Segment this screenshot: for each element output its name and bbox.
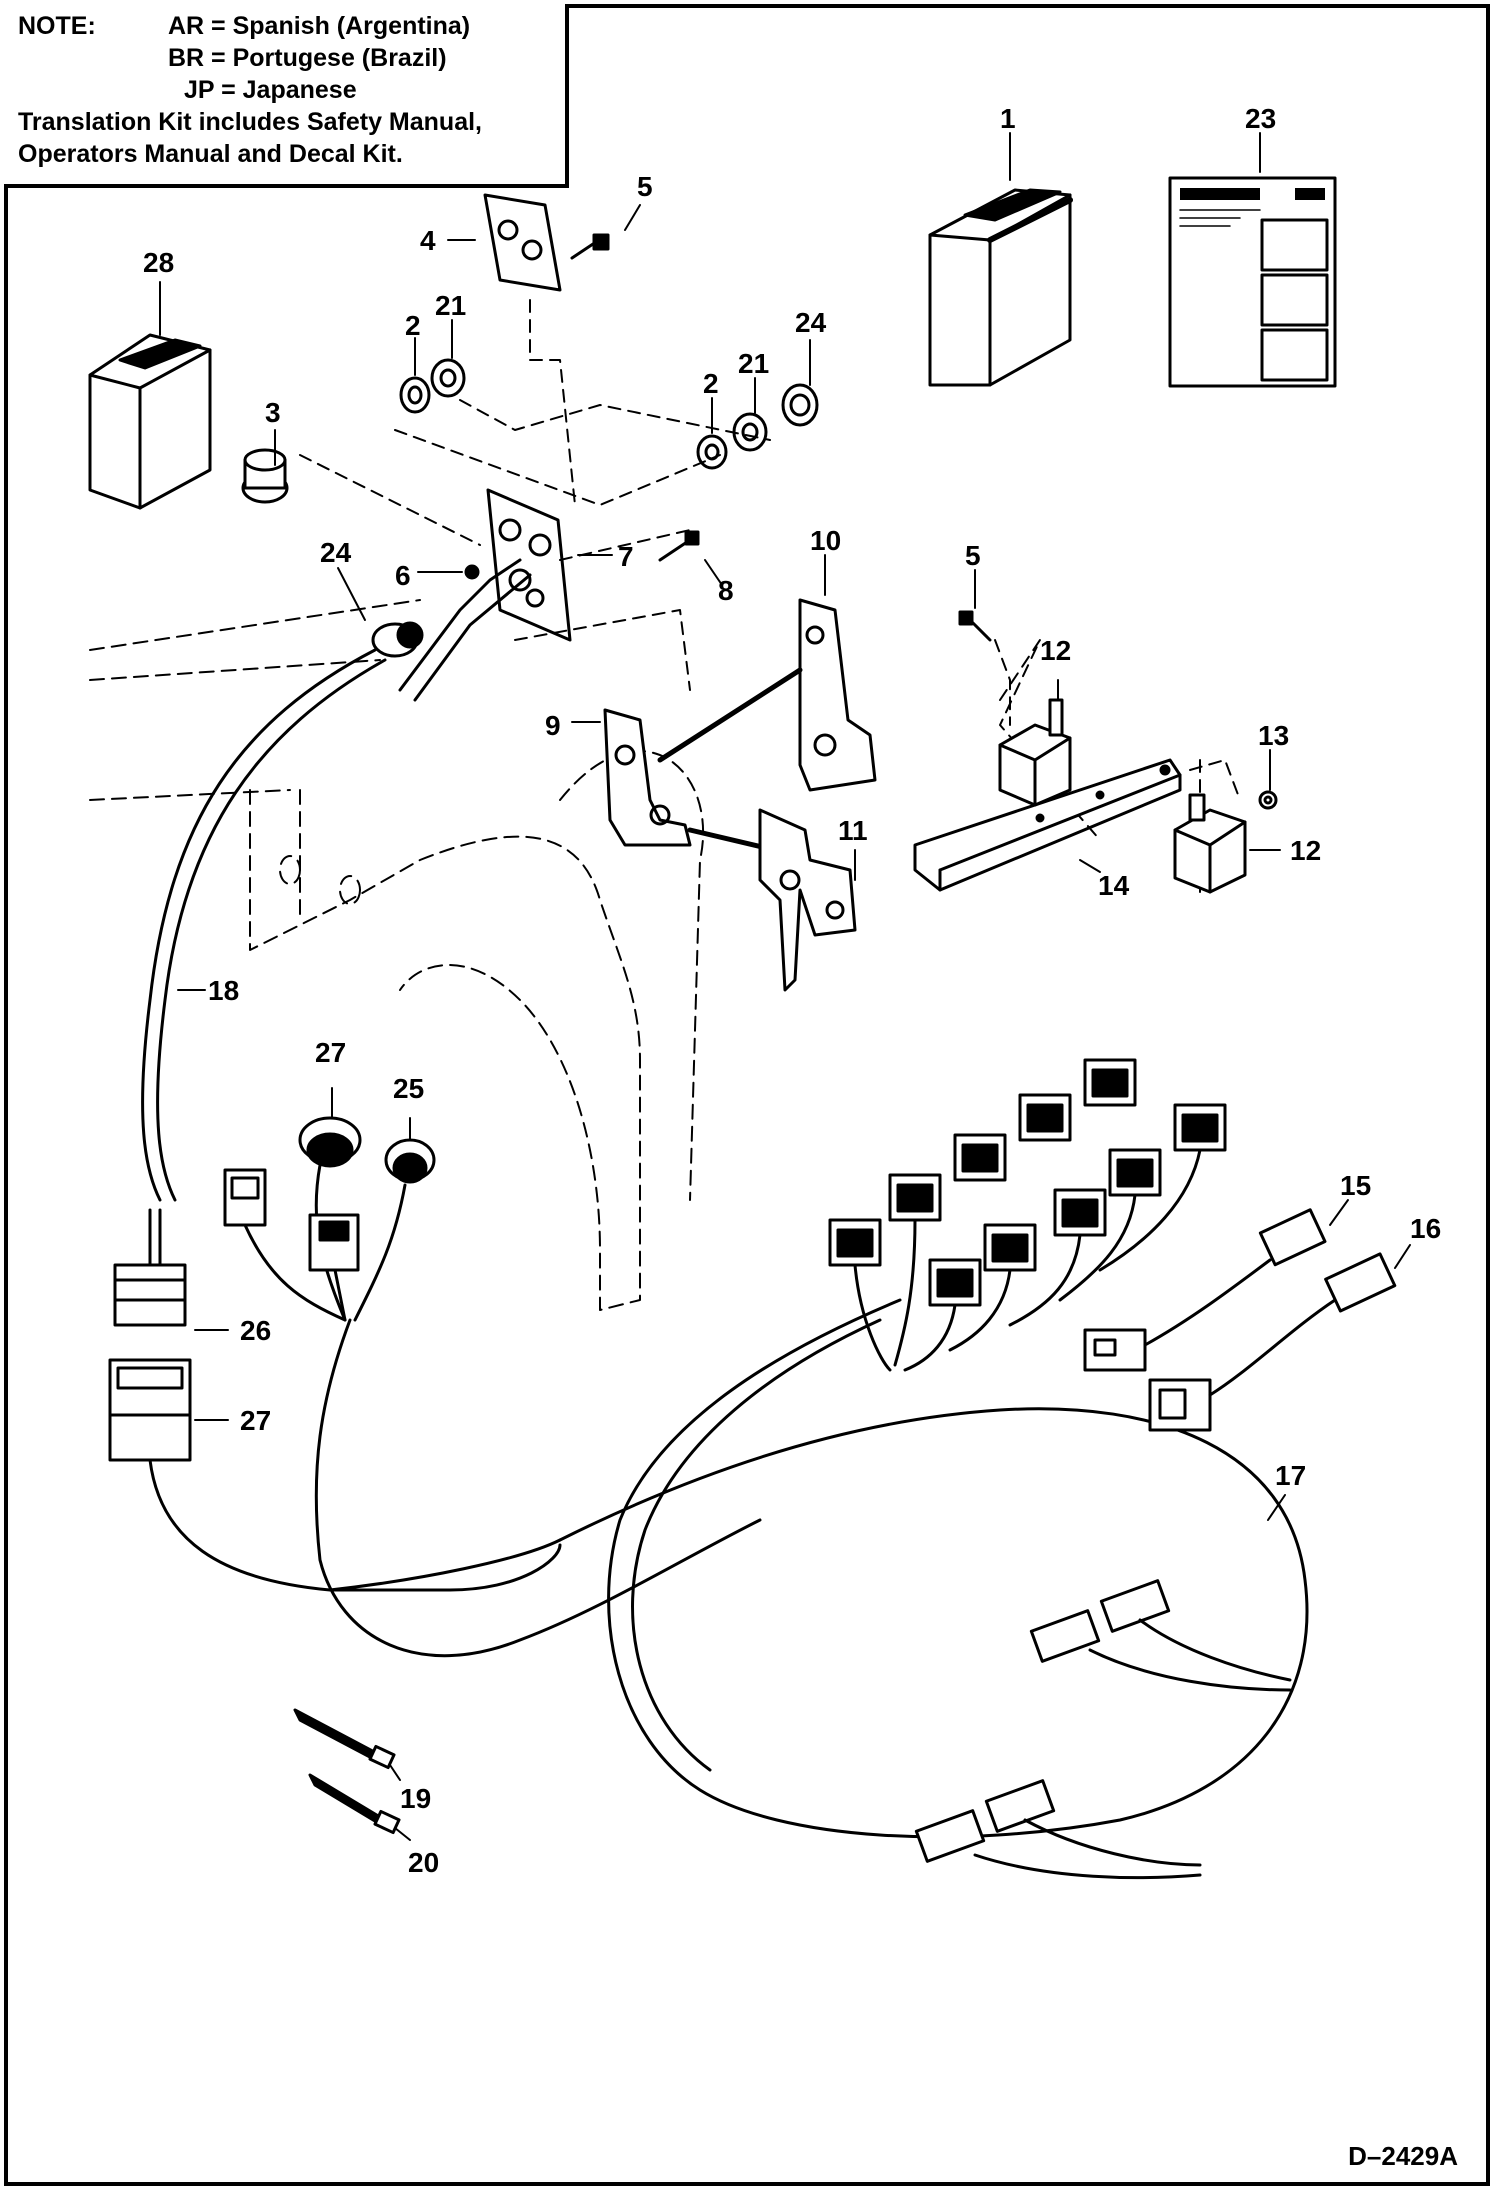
callout-2: 2 bbox=[405, 310, 421, 341]
grommet-24-upper bbox=[141, 558, 532, 1202]
plug-3 bbox=[241, 448, 289, 504]
callout-23: 24 bbox=[795, 307, 827, 338]
callout-13: 13 bbox=[1258, 720, 1289, 751]
note-code-key: AR = bbox=[168, 12, 226, 40]
plate-4 bbox=[483, 193, 562, 292]
decal-sheet-22 bbox=[1168, 176, 1337, 388]
callout-17: 17 bbox=[1275, 1460, 1306, 1491]
drawing-number: D–2429A bbox=[1348, 2141, 1458, 2171]
note-box: NOTE: AR = Spanish (Argentina) BR = Portu… bbox=[4, 4, 569, 188]
callout-28: 28 bbox=[143, 247, 174, 278]
note-heading: NOTE: bbox=[18, 12, 96, 40]
note-line-3: JP = Japanese bbox=[18, 74, 551, 106]
manual-box-28 bbox=[88, 333, 212, 510]
bracket-11 bbox=[758, 808, 857, 992]
callout-25: 26 bbox=[240, 1315, 271, 1346]
bracket-10 bbox=[798, 598, 877, 792]
connector-27 bbox=[298, 1116, 362, 1322]
screw-5-upper bbox=[570, 233, 610, 260]
callout-20: 20 bbox=[408, 1847, 439, 1878]
callout-16: 16 bbox=[1410, 1213, 1441, 1244]
relay-12-lower bbox=[1173, 793, 1247, 894]
callout-19: 19 bbox=[400, 1783, 431, 1814]
bushing-23 bbox=[781, 383, 819, 427]
connector-6pin bbox=[223, 1168, 347, 1322]
connector-25 bbox=[113, 1208, 187, 1327]
callout-24-upper: 24 bbox=[320, 537, 352, 568]
callout-21: 21 bbox=[435, 290, 466, 321]
callout-3: 3 bbox=[265, 397, 281, 428]
relay-bracket-14 bbox=[913, 758, 1182, 892]
jumper-16 bbox=[1148, 1252, 1397, 1432]
callout-26: 27 bbox=[240, 1405, 271, 1436]
note-code-value: Portugese (Brazil) bbox=[232, 44, 447, 72]
callout-10: 10 bbox=[810, 525, 841, 556]
manual-box-1 bbox=[928, 188, 1073, 387]
relay-sockets bbox=[828, 1058, 1227, 1372]
callout-18: 18 bbox=[208, 975, 239, 1006]
harness-17-connectors bbox=[914, 1579, 1292, 1880]
callout-labels: 1 23 28 4 5 2 21 3 2 21 24 24 6 7 8 10 5… bbox=[143, 103, 1441, 1878]
note-code-key: JP = bbox=[184, 76, 236, 104]
callout-24-lower: 25 bbox=[393, 1073, 424, 1104]
nut-6 bbox=[464, 564, 480, 580]
screw-5-right bbox=[958, 610, 992, 642]
callout-9: 9 bbox=[545, 710, 561, 741]
note-code-key: BR = bbox=[168, 44, 226, 72]
callout-22: 23 bbox=[1245, 103, 1276, 134]
callout-5-right: 5 bbox=[965, 540, 981, 571]
callout-21-right: 21 bbox=[738, 348, 769, 379]
cable-tie-19 bbox=[293, 1708, 396, 1770]
note-line-1: NOTE: AR = Spanish (Argentina) bbox=[18, 10, 551, 42]
relay-12-upper bbox=[998, 698, 1072, 807]
callout-11: 11 bbox=[838, 815, 868, 846]
screw-8 bbox=[658, 530, 700, 562]
note-kit-line-1: Translation Kit includes Safety Manual, bbox=[18, 108, 482, 136]
callout-6: 6 bbox=[395, 560, 411, 591]
callout-15: 15 bbox=[1340, 1170, 1371, 1201]
callout-7: 7 bbox=[618, 541, 634, 572]
connector-26 bbox=[108, 1358, 192, 1462]
callout-27: 27 bbox=[315, 1037, 346, 1068]
callout-1: 1 bbox=[1000, 103, 1016, 134]
connector-latch bbox=[308, 1213, 360, 1322]
nut-13 bbox=[1258, 790, 1278, 810]
note-code-value: Spanish (Argentina) bbox=[232, 12, 471, 40]
cable-tie-20 bbox=[308, 1773, 401, 1835]
nut-21-right bbox=[732, 412, 768, 452]
callout-4: 4 bbox=[420, 225, 436, 256]
diagram-frame bbox=[4, 4, 1490, 2186]
callout-5: 5 bbox=[637, 171, 653, 202]
note-line-2: BR = Portugese (Brazil) bbox=[18, 42, 551, 74]
jumper-15 bbox=[1083, 1208, 1327, 1372]
callout-8: 8 bbox=[718, 575, 734, 606]
bracket-9 bbox=[603, 708, 692, 847]
callout-14: 14 bbox=[1098, 870, 1130, 901]
callout-12-lower: 12 bbox=[1290, 835, 1321, 866]
note-kit-line-2: Operators Manual and Decal Kit. bbox=[18, 140, 403, 168]
washer-2-left bbox=[399, 376, 431, 414]
plate-7 bbox=[486, 488, 572, 642]
connector-24-lower bbox=[353, 1138, 436, 1322]
callout-2-right: 2 bbox=[703, 368, 719, 399]
nut-21-left bbox=[430, 358, 466, 398]
callout-12-upper: 12 bbox=[1040, 635, 1071, 666]
note-code-value: Japanese bbox=[242, 76, 357, 104]
